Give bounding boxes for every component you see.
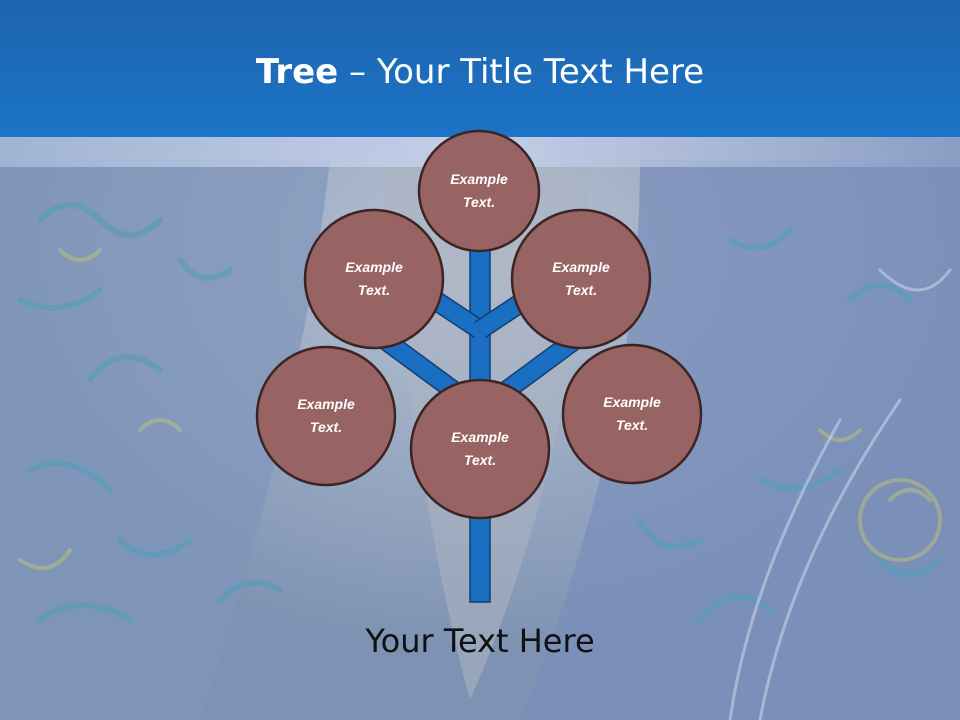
node-lower-left (255, 345, 397, 487)
node-center (409, 378, 551, 520)
node-center-line1: Example (451, 429, 509, 445)
title-bold: Tree (255, 52, 339, 92)
node-lower-left-line1: Example (297, 396, 355, 412)
node-label-lower-left: Example Text. (261, 393, 391, 439)
node-label-lower-right: Example Text. (567, 391, 697, 437)
node-label-upper-left: Example Text. (309, 256, 439, 302)
node-upper-left-line1: Example (345, 259, 403, 275)
tree-nodes (255, 129, 703, 520)
node-upper-left-line2: Text. (357, 282, 391, 298)
node-upper-right-line2: Text. (564, 282, 598, 298)
node-lower-right (561, 343, 703, 485)
slide-title: Tree – Your Title Text Here (0, 52, 960, 92)
node-upper-left (303, 208, 445, 350)
node-lower-right-line1: Example (603, 394, 661, 410)
node-top-line2: Text. (462, 194, 496, 210)
node-lower-right-line2: Text. (615, 417, 649, 433)
node-center-line2: Text. (463, 452, 497, 468)
node-lower-left-line2: Text. (309, 419, 343, 435)
title-rest: – Your Title Text Here (338, 52, 705, 92)
node-upper-right-line1: Example (552, 259, 610, 275)
node-label-top: Example Text. (414, 168, 544, 214)
footer-text: Your Text Here (365, 622, 595, 660)
node-label-upper-right: Example Text. (516, 256, 646, 302)
node-top (417, 129, 541, 253)
node-upper-right (510, 208, 652, 350)
node-label-center: Example Text. (415, 426, 545, 472)
header-bar (0, 0, 960, 137)
node-top-line1: Example (450, 171, 508, 187)
